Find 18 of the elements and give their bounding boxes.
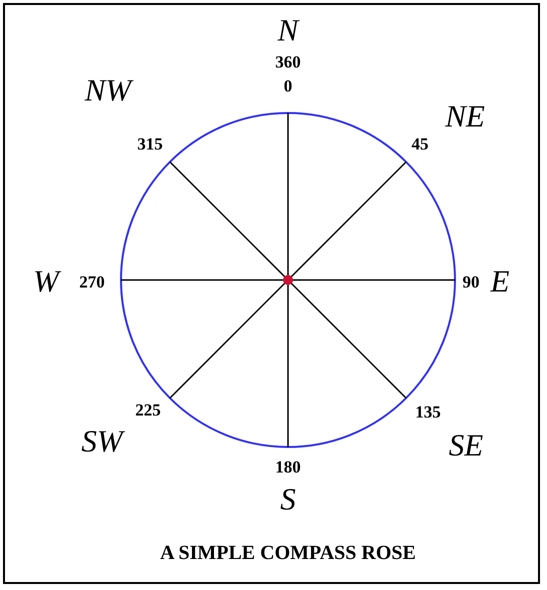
- direction-label: SE: [448, 430, 484, 460]
- caption: A SIMPLE COMPASS ROSE: [160, 543, 416, 563]
- direction-label: NW: [84, 74, 132, 106]
- direction-label: N: [278, 14, 298, 46]
- degree-label: 360: [275, 54, 301, 70]
- direction-label: SW: [81, 426, 123, 456]
- degree-label: 135: [415, 404, 441, 420]
- direction-label: S: [280, 484, 296, 514]
- direction-label: E: [490, 266, 510, 296]
- direction-label: W: [33, 266, 59, 296]
- degree-label: 45: [412, 136, 428, 152]
- degree-label: 0: [284, 78, 292, 94]
- degree-label: 225: [135, 402, 161, 418]
- degree-label: 270: [79, 274, 105, 290]
- degree-label: 315: [137, 136, 163, 152]
- degree-label: 90: [462, 274, 480, 290]
- direction-label: NE: [445, 100, 485, 132]
- degree-label: 180: [275, 458, 301, 476]
